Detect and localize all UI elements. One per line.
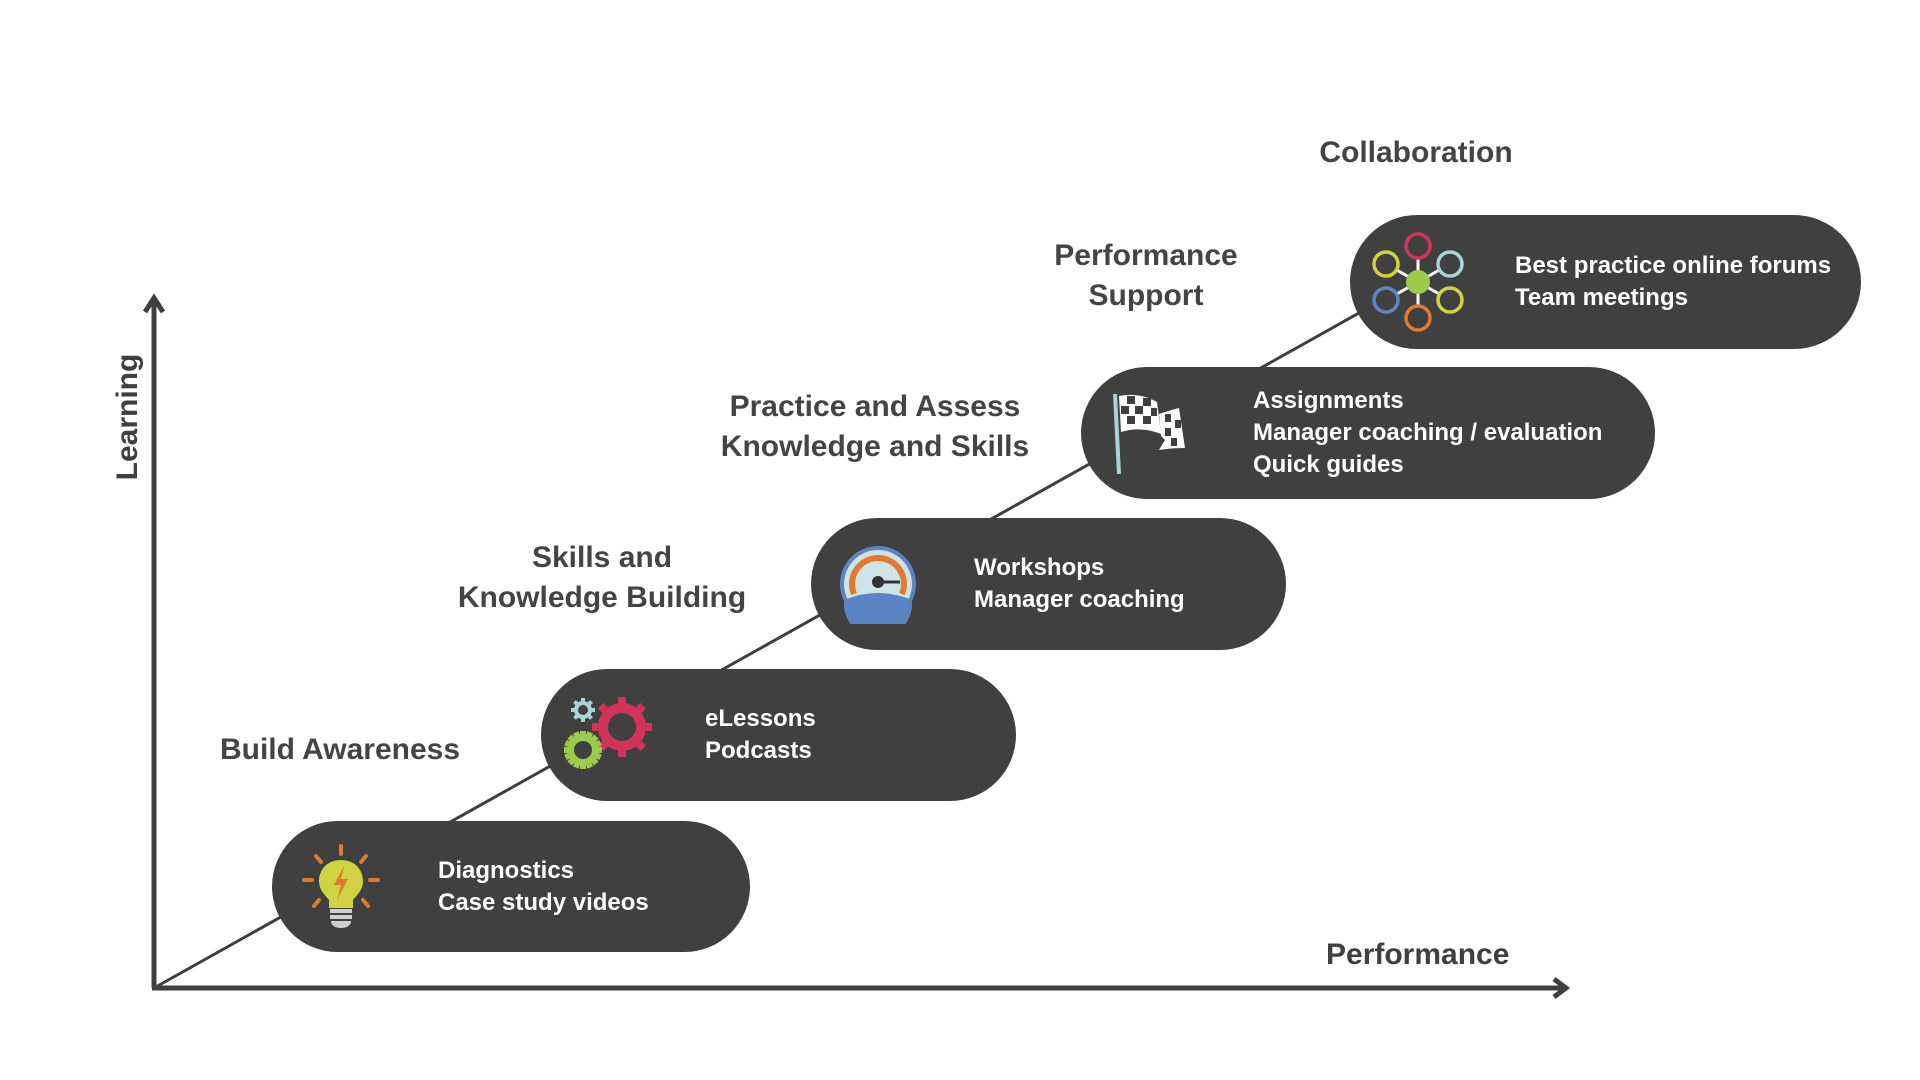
stage-item: Podcasts [705, 737, 812, 764]
stage-pill-performance-support: Assignments Manager coaching / evaluatio… [1081, 367, 1655, 499]
stage-item: Quick guides [1253, 451, 1404, 478]
stage-item: Manager coaching [974, 586, 1185, 613]
stage-title-build-awareness: Build Awareness [210, 730, 470, 770]
speedometer-icon [840, 546, 916, 624]
stage-title-skills-knowledge: Skills and Knowledge Building [452, 538, 752, 618]
stage-title-collaboration: Collaboration [1316, 133, 1516, 173]
gears-icon [564, 697, 652, 769]
stage-title-line: Practice and Assess [729, 390, 1021, 423]
stage-title-performance-support: Performance Support [1046, 236, 1246, 316]
x-axis-arrowhead [1552, 977, 1571, 999]
y-axis-arrowhead [142, 293, 166, 314]
stage-items: Assignments Manager coaching / evaluatio… [1253, 385, 1602, 481]
stage-items: Best practice online forums Team meeting… [1515, 250, 1831, 314]
stage-item: eLessons [705, 705, 816, 732]
stage-item: Team meetings [1515, 284, 1688, 311]
stage-title-line: Skills and [531, 541, 673, 574]
stage-pill-build-awareness: Diagnostics Case study videos [272, 821, 750, 952]
x-axis-label: Performance [1326, 938, 1510, 971]
stage-item: Diagnostics [438, 856, 575, 884]
stage-items: Workshops Manager coaching [974, 552, 1185, 616]
stage-item: Case study videos [438, 888, 649, 916]
stage-title-practice-assess: Practice and Assess Knowledge and Skills [715, 387, 1035, 467]
stage-item: Best practice online forums [1515, 252, 1832, 279]
stage-title-line: Collaboration [1319, 136, 1513, 169]
stage-items: Diagnostics Case study videos [438, 855, 649, 919]
y-axis-label: Learning [111, 353, 144, 481]
stage-title-line: Performance [1054, 239, 1238, 272]
stage-item: Workshops [974, 554, 1105, 581]
stage-item: Manager coaching / evaluation [1253, 419, 1603, 446]
lightbulb-icon [302, 843, 380, 928]
stage-pill-practice-assess: Workshops Manager coaching [811, 518, 1286, 650]
stage-title-line: Build Awareness [219, 733, 461, 766]
stage-pill-skills-knowledge: eLessons Podcasts [541, 669, 1016, 801]
checkered-flag-icon [1113, 393, 1185, 475]
stage-items: eLessons Podcasts [705, 703, 816, 767]
stage-title-line: Knowledge Building [457, 581, 747, 614]
stage-item: Assignments [1253, 387, 1404, 414]
stage-title-line: Knowledge and Skills [720, 430, 1030, 463]
network-icon [1372, 232, 1464, 332]
stage-title-line: Support [1088, 279, 1204, 312]
stage-pill-collaboration: Best practice online forums Team meeting… [1350, 215, 1861, 349]
